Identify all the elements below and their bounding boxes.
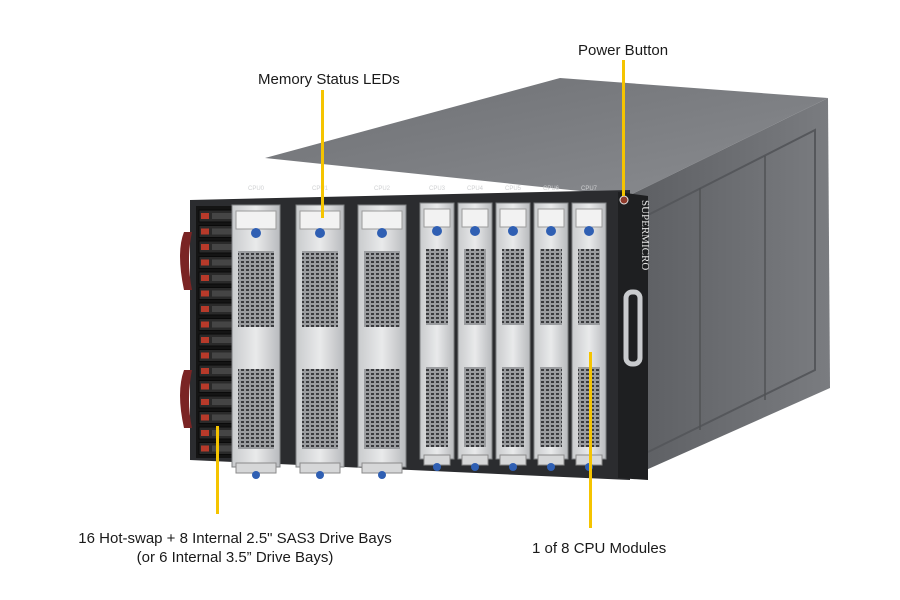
drive-bay[interactable] — [198, 380, 236, 393]
module-tag: CPU0 — [248, 186, 265, 192]
memory-status-led-icon — [377, 228, 387, 238]
drive-bay[interactable] — [198, 256, 236, 269]
module-tag: CPU6 — [543, 186, 560, 192]
drive-bay[interactable] — [198, 411, 236, 424]
release-knob-icon — [547, 463, 555, 471]
cpu-module[interactable] — [419, 202, 455, 471]
release-knob-icon — [378, 471, 386, 479]
chassis-top — [265, 78, 828, 196]
cpu-module[interactable] — [295, 204, 345, 479]
drive-bay[interactable] — [198, 318, 236, 331]
memory-status-led-icon — [470, 226, 480, 236]
memory-status-led-icon — [546, 226, 556, 236]
left-handle-upper — [180, 232, 192, 290]
cpu-module[interactable] — [357, 204, 407, 479]
drive-bay[interactable] — [198, 225, 236, 238]
drive-bay[interactable] — [198, 395, 236, 409]
drive-bay[interactable] — [198, 240, 236, 254]
drive-bay[interactable] — [198, 271, 236, 285]
module-tag: CPU2 — [374, 186, 391, 192]
brand-logo: SUPERMICRO — [639, 200, 651, 270]
cpu-modules-leader — [589, 352, 592, 528]
release-knob-icon — [509, 463, 517, 471]
drive-bay[interactable] — [198, 364, 236, 378]
cpu-module[interactable] — [533, 202, 569, 471]
module-tag: CPU4 — [467, 186, 484, 192]
cpu-module[interactable] — [571, 202, 607, 471]
release-knob-icon — [252, 471, 260, 479]
module-tag: CPU7 — [581, 186, 598, 192]
memory-status-led-icon — [251, 228, 261, 238]
cpu-module[interactable] — [457, 202, 493, 471]
left-handle-lower — [180, 370, 192, 428]
cpu-modules: CPU0 CPU1 CPU2 CPU3 CPU4 CPU5 CPU6 CPU7 — [231, 186, 607, 479]
drive-bay[interactable] — [198, 209, 236, 223]
chassis-side — [628, 98, 830, 478]
release-knob-icon — [316, 471, 324, 479]
module-tag: CPU1 — [312, 186, 329, 192]
drive-bay[interactable] — [198, 287, 236, 300]
drive-bay[interactable] — [198, 349, 236, 362]
power-button-icon — [619, 195, 629, 205]
drive-bay[interactable] — [198, 333, 236, 347]
cpu-modules-callout: 1 of 8 CPU Modules — [532, 540, 667, 557]
drive-bays-callout: 16 Hot-swap + 8 Internal 2.5" SAS3 Drive… — [70, 529, 400, 567]
power-button-leader — [622, 60, 625, 196]
power-button-callout: Power Button — [578, 42, 669, 59]
right-rack-ear — [618, 192, 648, 480]
memory-status-led-icon — [584, 226, 594, 236]
memory-status-led-icon — [315, 228, 325, 238]
drive-bays-leader — [216, 426, 219, 514]
release-knob-icon — [471, 463, 479, 471]
rack-handle — [623, 289, 643, 367]
module-tag: CPU3 — [429, 186, 446, 192]
drive-bay[interactable] — [198, 302, 236, 316]
drive-bays-line-2: (or 6 Internal 3.5” Drive Bays) — [136, 549, 334, 566]
memory-leds-callout: Memory Status LEDs — [258, 71, 400, 88]
memory-leds-leader — [321, 90, 324, 218]
memory-status-led-icon — [432, 226, 442, 236]
drive-bays — [198, 209, 236, 455]
memory-status-led-icon — [508, 226, 518, 236]
cpu-module[interactable] — [231, 204, 281, 479]
module-tag: CPU5 — [505, 186, 522, 192]
cpu-module[interactable] — [495, 202, 531, 471]
release-knob-icon — [433, 463, 441, 471]
drive-bays-line-1: 16 Hot-swap + 8 Internal 2.5" SAS3 Drive… — [78, 530, 392, 547]
